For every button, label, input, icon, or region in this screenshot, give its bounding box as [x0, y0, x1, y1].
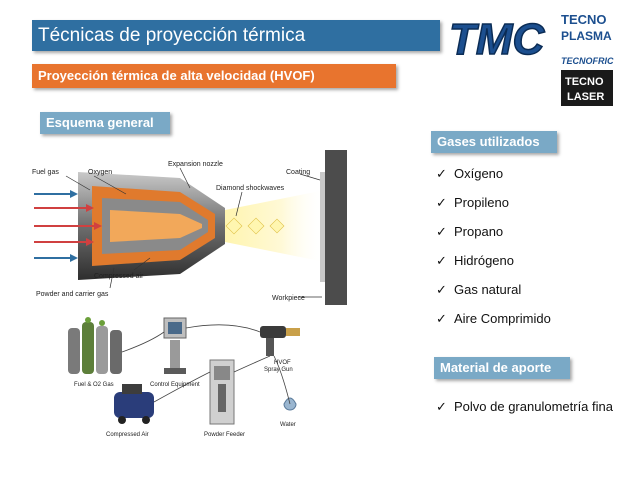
list-item: ✓Propano: [436, 222, 551, 251]
page-title: Técnicas de proyección térmica: [32, 20, 440, 51]
logo-tmc: TMC: [449, 15, 546, 64]
control-equipment: [163, 317, 187, 374]
list-item: ✓Oxígeno: [436, 164, 551, 193]
spray-gun: [260, 326, 300, 356]
label-diamond-shockwaves: Diamond shockwaves: [216, 185, 285, 192]
check-icon: ✓: [436, 282, 447, 297]
logo-tecno-1: TECNO: [561, 12, 607, 27]
section-gases: Gases utilizados: [431, 131, 557, 153]
label-oxygen: Oxygen: [88, 169, 112, 176]
workpiece: [325, 150, 347, 305]
gas-cylinders: [68, 317, 122, 374]
material-list: ✓Polvo de granulometría fina: [436, 393, 626, 421]
label-fuel-o2: Fuel & O2 Gas: [74, 382, 114, 388]
logo-laser: LASER: [567, 91, 604, 103]
label-compressed-air-unit: Compressed Air: [106, 432, 149, 438]
label-hvof: HVOF: [274, 360, 291, 366]
label-powder-feeder: Powder Feeder: [204, 432, 245, 438]
section-esquema: Esquema general: [40, 112, 170, 134]
check-icon: ✓: [436, 166, 447, 181]
check-icon: ✓: [436, 253, 447, 268]
page-subtitle: Proyección térmica de alta velocidad (HV…: [32, 64, 396, 88]
compressed-air-unit: [114, 384, 154, 424]
label-fuel-gas: Fuel gas: [32, 169, 59, 176]
label-powder-carrier: Powder and carrier gas: [36, 291, 109, 298]
logo-plasma: PLASMA: [561, 29, 612, 43]
label-expansion-nozzle: Expansion nozzle: [168, 161, 223, 168]
list-item: ✓Polvo de granulometría fina: [436, 393, 626, 421]
label-coating: Coating: [286, 169, 310, 176]
company-logo: TMC TECNO PLASMA TECNOFRIC TECNO LASER: [449, 12, 614, 106]
check-icon: ✓: [436, 399, 447, 414]
check-icon: ✓: [436, 195, 447, 210]
check-icon: ✓: [436, 224, 447, 239]
section-material: Material de aporte: [434, 357, 570, 379]
hvof-schematic: Fuel gas Oxygen Expansion nozzle Coating…: [32, 150, 347, 305]
powder-feeder: [209, 359, 235, 425]
list-item: ✓Propileno: [436, 193, 551, 222]
label-control-equipment: Control Equipment: [150, 382, 200, 388]
label-water: Water: [280, 422, 296, 428]
logo-tecno-2: TECNO: [565, 76, 604, 88]
label-spray-gun: Spray Gun: [264, 367, 293, 373]
equipment-illustration: Fuel & O2 Gas Control Equipment HVOF Spr…: [68, 317, 300, 438]
diamond-shockwaves: [225, 217, 285, 235]
logo-tecnofric: TECNOFRIC: [561, 56, 614, 66]
check-icon: ✓: [436, 311, 447, 326]
list-item: ✓Aire Comprimido: [436, 309, 551, 338]
list-item: ✓Hidrógeno: [436, 251, 551, 280]
list-item: ✓Gas natural: [436, 280, 551, 309]
gases-list: ✓Oxígeno ✓Propileno ✓Propano ✓Hidrógeno …: [436, 164, 551, 338]
label-workpiece: Workpiece: [272, 295, 305, 302]
label-compressed-air: Compressed air: [94, 273, 144, 280]
